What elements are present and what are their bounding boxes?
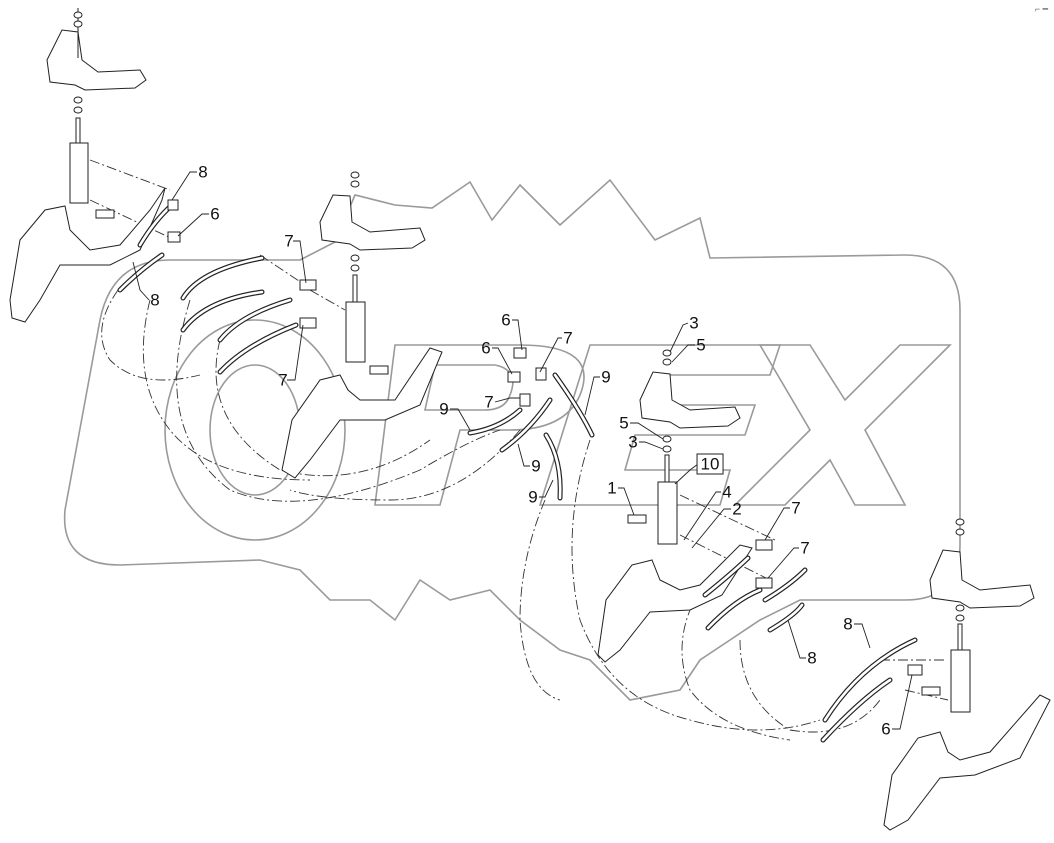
- callout-label: 9: [528, 487, 538, 507]
- callout-label: 8: [150, 290, 160, 310]
- callout-label: 8: [198, 162, 208, 182]
- hoses-inner: [118, 203, 917, 742]
- callout-label: 8: [807, 648, 817, 668]
- callout-label: 6: [481, 338, 491, 358]
- callout-label: 9: [601, 367, 611, 387]
- callout-label: 7: [791, 498, 801, 518]
- callout-label-boxed: 10: [696, 453, 724, 475]
- upper-brackets: [46, 29, 1035, 609]
- hose-routing-lines: [89, 159, 949, 741]
- callout-label: 6: [881, 719, 891, 739]
- callout-label: 6: [210, 204, 220, 224]
- callout-label: 7: [484, 392, 494, 412]
- callout-label: 3: [628, 432, 638, 452]
- corner-mark: ⌐ ━: [1034, 4, 1048, 14]
- callout-label: 4: [722, 482, 732, 502]
- callout-label: 8: [843, 614, 853, 634]
- watermark-logo: [63, 178, 961, 701]
- callout-label: 9: [531, 456, 541, 476]
- callout-label: 7: [800, 538, 810, 558]
- leader-lines: [132, 171, 913, 730]
- callout-label: 1: [607, 478, 617, 498]
- callout-label: 3: [689, 313, 699, 333]
- callout-label: 7: [563, 328, 573, 348]
- lower-brackets: [9, 187, 1051, 831]
- callout-label: 7: [284, 231, 294, 251]
- callout-label: 9: [439, 399, 449, 419]
- callout-label: 7: [278, 370, 288, 390]
- cylinders: [69, 8, 971, 713]
- callout-label: 5: [696, 335, 706, 355]
- hoses: [117, 202, 918, 743]
- callout-label: 6: [501, 310, 511, 330]
- fittings: [95, 199, 941, 696]
- callout-label: 5: [619, 413, 629, 433]
- callout-label: 2: [732, 499, 742, 519]
